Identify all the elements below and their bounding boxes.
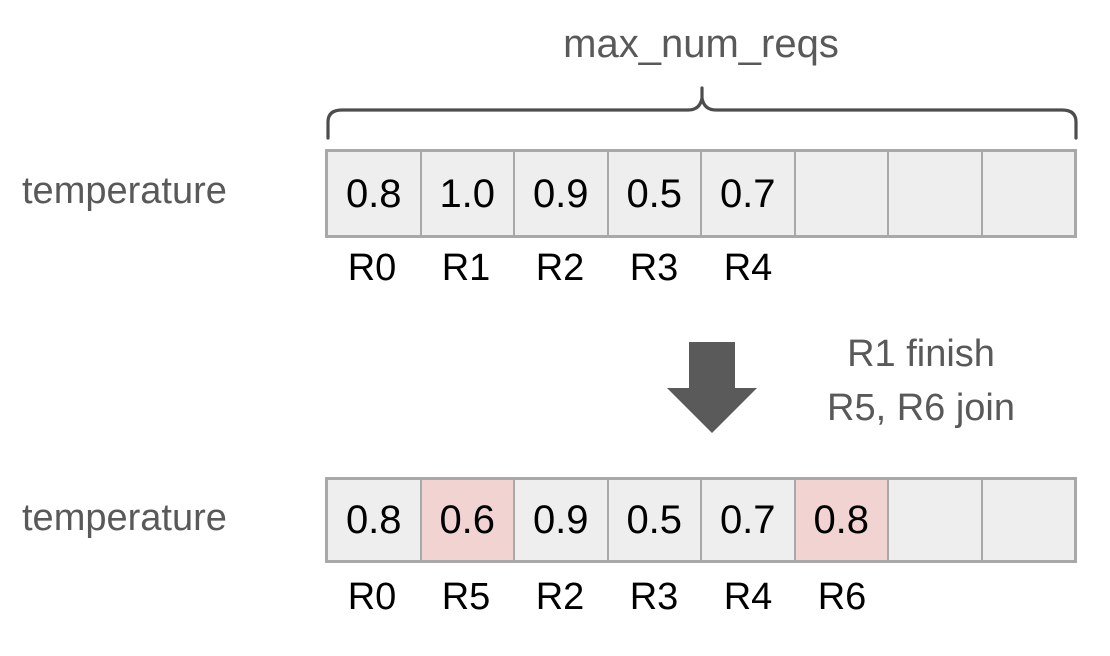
request-index-labels-before: R0 R1 R2 R3 R4 <box>325 247 1077 289</box>
array-cell: 1.0 <box>421 152 513 235</box>
arrow-down-icon <box>667 342 757 433</box>
request-index-label: R2 <box>535 247 585 289</box>
array-cell-empty <box>982 480 1074 560</box>
request-index-label-empty <box>889 249 983 289</box>
array-cell: 0.9 <box>515 480 607 560</box>
array-cell-highlight: 0.8 <box>795 480 887 560</box>
array-cell: 0.5 <box>608 152 700 235</box>
array-cell-empty <box>795 152 887 235</box>
request-index-label: R6 <box>817 576 867 618</box>
request-index-label-empty <box>983 249 1077 289</box>
array-cell: 0.8 <box>328 152 420 235</box>
request-index-label: R1 <box>441 247 491 289</box>
brace-icon <box>326 86 1078 140</box>
temperature-array-after: 0.8 0.6 0.9 0.5 0.7 0.8 <box>325 477 1077 563</box>
request-index-label: R0 <box>347 576 397 618</box>
request-index-label-empty <box>795 249 889 289</box>
array-cell: 0.9 <box>515 152 607 235</box>
array-cell: 0.5 <box>608 480 700 560</box>
array-cell: 0.7 <box>702 480 794 560</box>
transition-notes: R1 finish R5, R6 join <box>790 328 1052 436</box>
request-index-label: R0 <box>347 247 397 289</box>
array-cell: 0.7 <box>702 152 794 235</box>
request-index-label-empty <box>983 578 1077 618</box>
array-cell-empty <box>889 480 981 560</box>
request-index-label: R4 <box>723 576 773 618</box>
array-cell-empty <box>982 152 1074 235</box>
request-index-label-empty <box>889 578 983 618</box>
page-title: max_num_reqs <box>563 22 839 66</box>
transition-note-line-1: R1 finish <box>847 333 995 375</box>
request-index-label: R3 <box>629 576 679 618</box>
temperature-array-before: 0.8 1.0 0.9 0.5 0.7 <box>325 149 1077 238</box>
array-cell: 0.8 <box>328 480 420 560</box>
request-index-labels-after: R0 R5 R2 R3 R4 R6 <box>325 576 1077 618</box>
row-label-temperature-after: temperature <box>22 497 227 539</box>
request-index-label: R2 <box>535 576 585 618</box>
array-cell-empty <box>889 152 981 235</box>
array-cell-highlight: 0.6 <box>421 480 513 560</box>
row-label-temperature-before: temperature <box>22 170 227 212</box>
transition-arrow <box>664 340 760 436</box>
max-num-reqs-brace <box>322 84 1082 142</box>
request-index-label: R5 <box>441 576 491 618</box>
request-index-label: R4 <box>723 247 773 289</box>
request-index-label: R3 <box>629 247 679 289</box>
transition-note-line-2: R5, R6 join <box>827 386 1015 429</box>
